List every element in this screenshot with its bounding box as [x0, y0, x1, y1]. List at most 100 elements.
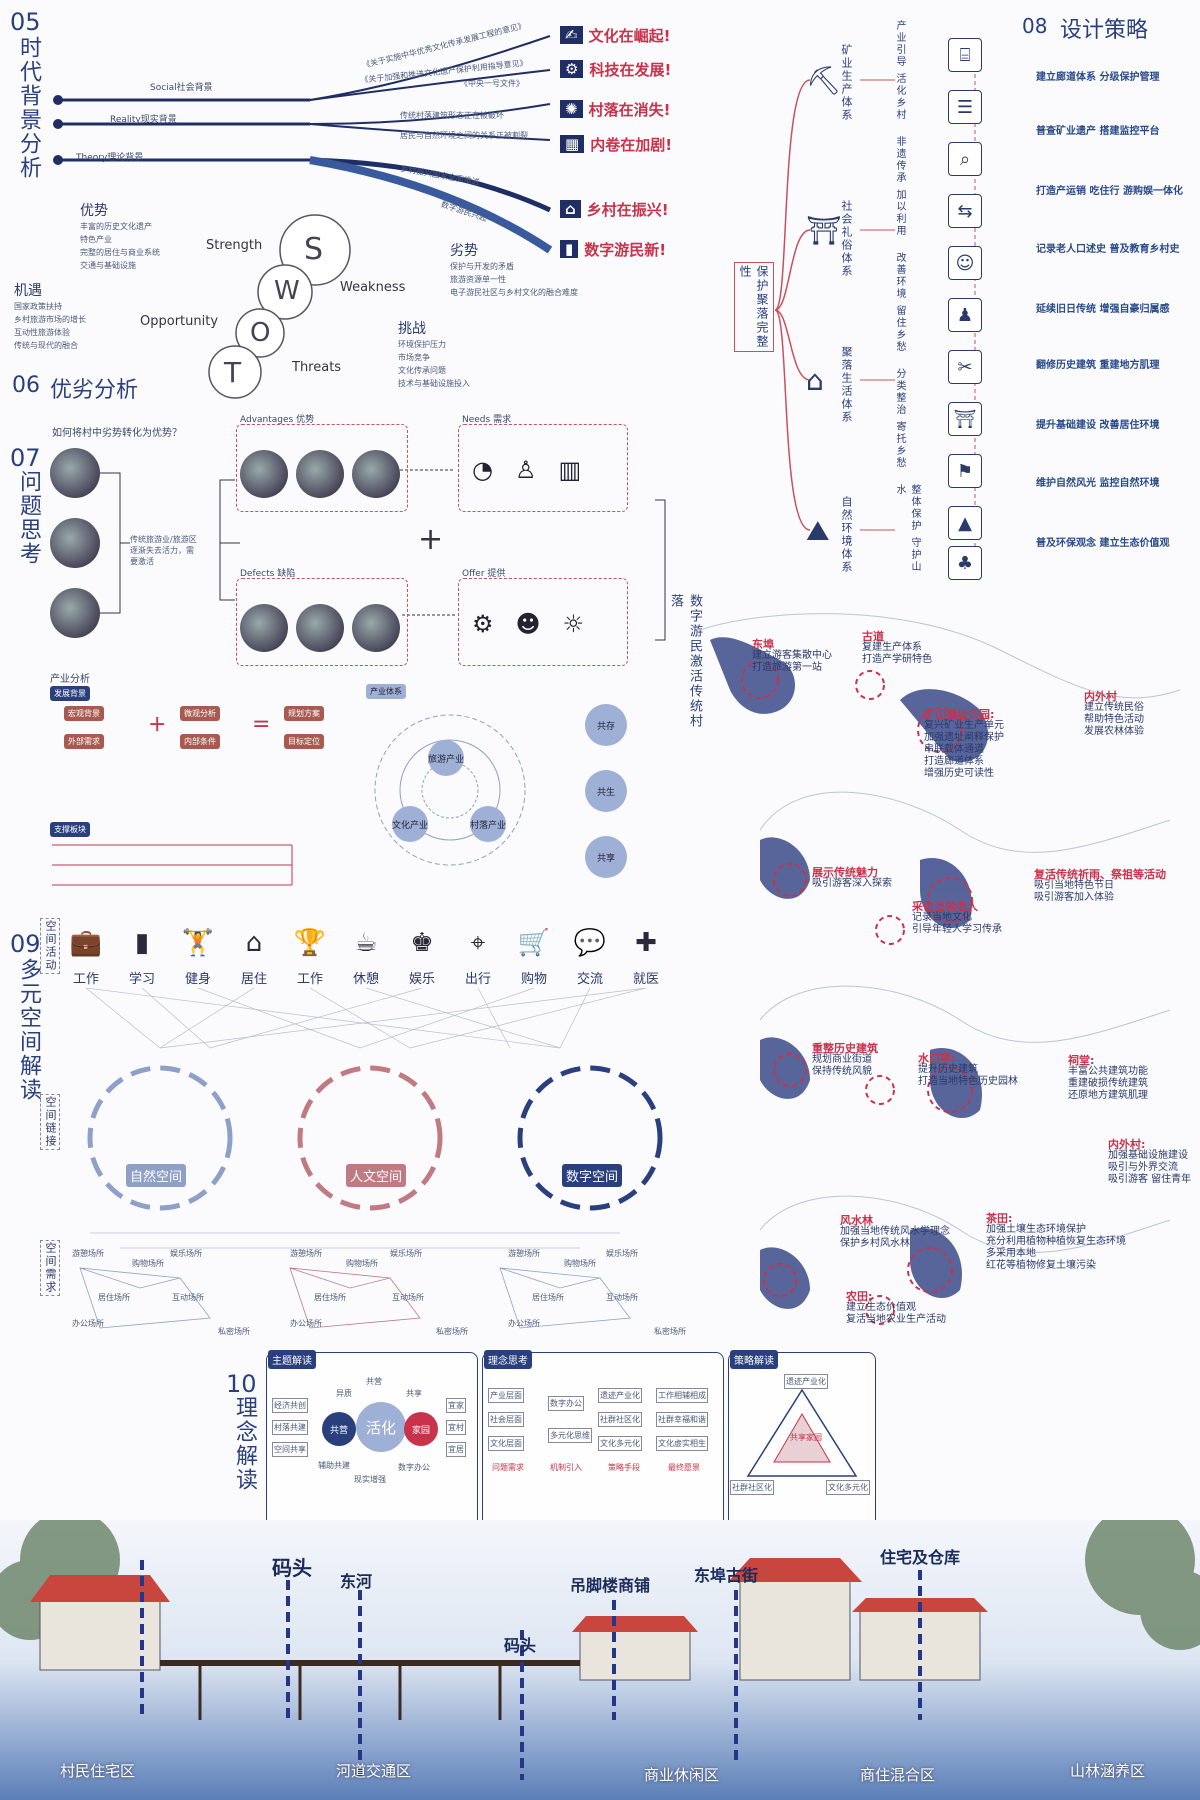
sec07-question: 如何将村中劣势转化为优势？ — [52, 428, 182, 439]
threats-title: 挑战 — [398, 321, 426, 337]
m3-t3: 祠堂: — [1068, 1054, 1095, 1067]
m1-t3: 矿山遗址公园: — [924, 708, 995, 721]
tag-internal: 内部条件 — [180, 734, 220, 749]
def-photo-3 — [352, 604, 400, 652]
needs-box — [458, 424, 628, 512]
w0: 共营 — [366, 1377, 382, 1386]
strategy-triangle — [746, 1388, 858, 1477]
strategy-4: 记录老人口述史 普及教育乡村史 — [1036, 243, 1180, 255]
m2-t2: 采访当地老人 — [912, 900, 978, 913]
act-6: 娱乐 — [408, 972, 435, 987]
t1: 社会层面 — [488, 1412, 524, 1427]
space-digital: 数字空间 — [562, 1164, 623, 1187]
axis-theory: Theory理论背景 — [76, 153, 144, 163]
sec07-connectors — [100, 469, 666, 641]
act-7: 出行 — [464, 972, 491, 987]
t12: 机制引入 — [550, 1463, 582, 1472]
m3-d2: 提升历史建筑 打造当地特色历史园林 — [918, 1064, 1018, 1087]
mid-2: 非遗传承 加以利用 — [894, 136, 905, 238]
strategy-6: 翻修历史建筑 重建地方肌理 — [1036, 359, 1160, 371]
w7: 宜村 — [446, 1420, 466, 1435]
need-c7: 私密场所 — [654, 1327, 686, 1336]
sec07-title: 问题思考 — [16, 470, 41, 566]
sec10-number: 10 — [226, 1370, 257, 1398]
axis-reality: Reality现实背景 — [110, 115, 177, 125]
slogan-1: ✍文化在崛起! — [560, 24, 700, 46]
tri-2: 社群社区化 — [730, 1480, 774, 1495]
industry-sub: 发展背景 — [50, 686, 90, 701]
strategy-icon-6: ♟ — [948, 298, 982, 332]
plus-red: + — [148, 712, 167, 737]
zone-4: 商住混合区 — [860, 1766, 936, 1784]
home-icon: ⌂ — [245, 928, 263, 958]
support-lines — [52, 844, 293, 886]
core-2: 活化 — [356, 1402, 406, 1452]
need-a1: 游憩场所 — [72, 1249, 104, 1258]
sec06-title: 优劣分析 — [50, 378, 139, 403]
tag-target: 目标定位 — [284, 734, 324, 749]
m3-t2: 水口亭: — [918, 1052, 956, 1065]
strategy-3: 打造产运销 吃住行 游购娱一体化 — [1036, 185, 1183, 197]
adv-photo-3 — [352, 450, 400, 498]
w9: 辅助共建 — [318, 1461, 350, 1470]
side-link: 空间链接 — [40, 1094, 60, 1150]
study-icon: ▮ — [134, 928, 150, 958]
strategy-icon-4: ⇆ — [948, 194, 982, 228]
sec07-vertical: 数字游民激活传统村落 — [668, 594, 702, 729]
need-b1: 游憩场所 — [290, 1249, 322, 1258]
w8: 宜居 — [446, 1442, 466, 1457]
tag-external: 外部需求 — [64, 734, 104, 749]
work-icon: 💼 — [69, 928, 103, 958]
need-a6: 办公场所 — [72, 1319, 104, 1328]
m1-t1: 东埠 — [752, 638, 774, 651]
swot-o: O — [250, 318, 271, 348]
strength-label: Strength — [206, 238, 263, 253]
advantages-box — [236, 424, 408, 512]
site-label-stilt: 吊脚楼商铺 — [570, 1576, 651, 1595]
hospital-icon: ✚ — [635, 928, 657, 958]
industry-title: 产业分析 — [50, 674, 90, 685]
strategy-9: 普及环保观念 建立生态价值观 — [1036, 537, 1170, 549]
fitness-icon: 🏋 — [181, 928, 215, 958]
need-b7: 私密场所 — [436, 1327, 468, 1336]
mid-4: 分类整治 寄托乡愁 — [894, 368, 905, 470]
site-label-housing: 住宅及仓库 — [880, 1548, 961, 1567]
opportunity-label: Opportunity — [140, 314, 219, 329]
m3-t1: 重整历史建筑 — [812, 1042, 878, 1055]
need-c2: 购物场所 — [564, 1259, 596, 1268]
location-icon: ⌖ — [470, 927, 486, 958]
m4-t1: 风水林 — [840, 1214, 873, 1227]
m4-t3: 农田: — [846, 1290, 873, 1303]
act-1: 学习 — [128, 972, 155, 987]
offer-icons: ⚙☻☼ — [472, 610, 607, 638]
t3: 数字办公 — [548, 1396, 584, 1411]
t4: 多元化思维 — [548, 1428, 592, 1443]
zone-3: 商业休闲区 — [644, 1766, 720, 1784]
w1: 共享 — [406, 1389, 422, 1398]
tri-0: 遗迹产业化 — [784, 1374, 828, 1389]
swot-t: T — [224, 356, 242, 389]
site-illustration — [0, 1520, 1200, 1800]
need-a5: 互动场所 — [172, 1293, 204, 1302]
sec08-number: 08 — [1022, 14, 1048, 38]
strategy-icon-7: ✂ — [948, 350, 982, 384]
act-10: 就医 — [632, 972, 659, 987]
space-cultural: 人文空间 — [346, 1164, 407, 1187]
shared-1: 共存 — [585, 704, 627, 746]
strategy-icon-1: ⌸ — [948, 38, 982, 72]
slogan-4: ▦内卷在加剧! — [560, 133, 700, 155]
swot-circles — [208, 214, 351, 399]
adv-photo-2 — [296, 450, 344, 498]
strategy-7: 提升基础建设 改善居住环境 — [1036, 419, 1160, 431]
mid-3: 改善环境 留住乡愁 — [894, 252, 905, 354]
act-3: 居住 — [240, 972, 267, 987]
panel-theme-label: 主题解读 — [268, 1350, 316, 1369]
t13: 策略手段 — [608, 1463, 640, 1472]
photo-2 — [50, 518, 100, 568]
w5: 空间共享 — [272, 1442, 308, 1457]
strategy-icon-9: ⚑ — [948, 454, 982, 488]
m3-d3: 丰富公共建筑功能 重建破损传统建筑 还原地方建筑肌理 — [1068, 1066, 1148, 1101]
weakness-items: 保护与开发的矛盾旅游资源单一性电子游民社区与乡村文化的融合难度 — [450, 262, 578, 297]
w6: 宜家 — [446, 1398, 466, 1413]
m3-d4: 加强基础设施建设 吸引与外界交流 吸引游客 留住青年 — [1108, 1150, 1192, 1185]
